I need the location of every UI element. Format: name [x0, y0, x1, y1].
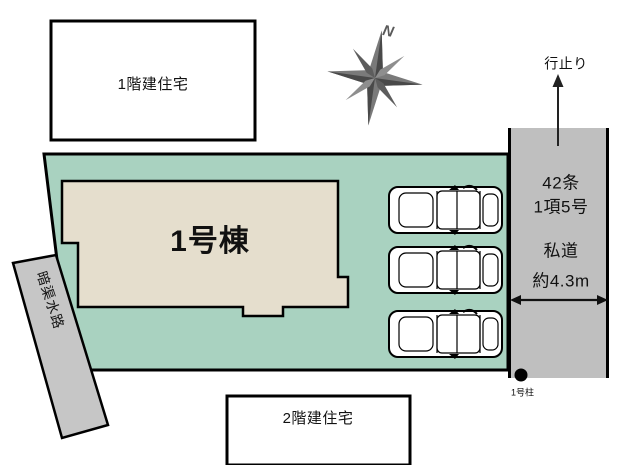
utility-pole-dot-icon	[514, 368, 528, 382]
building-unit-1: 1号棟	[60, 179, 350, 318]
car-rear-window-2	[398, 252, 434, 288]
car-mirror-3	[449, 309, 459, 359]
compass-point-w-bottom	[327, 71, 375, 84]
south-neighbor-house: 2階建住宅	[225, 394, 412, 467]
compass-point-se	[375, 78, 398, 108]
north-neighbor-house-label: 1階建住宅	[118, 76, 189, 93]
car-cabin-2	[436, 250, 481, 290]
dead-end-arrow-head	[552, 74, 564, 87]
compass-point-e-bottom	[375, 78, 423, 86]
road-width-label: 約4.3m	[532, 271, 589, 290]
car-windshield-curve-1	[462, 184, 478, 191]
car-cabin-1	[436, 190, 481, 230]
compass-point-nw	[352, 48, 375, 78]
compass-point-n-right	[375, 30, 383, 78]
parking-space-car-2	[388, 244, 503, 295]
road-width-arrow-head-right	[597, 295, 608, 305]
culvert-waterway-outline	[11, 253, 110, 440]
culvert-waterway: 暗渠水路	[11, 253, 110, 440]
north-neighbor-house-outline	[49, 19, 257, 142]
compass-rose	[327, 30, 423, 126]
car-mirror-2	[449, 245, 459, 295]
road-width-dimension-arrow	[510, 295, 608, 305]
car-cabin-3	[436, 314, 481, 354]
building-unit-1-label: 1号棟	[170, 225, 250, 258]
north-neighbor-house: 1階建住宅	[49, 19, 257, 142]
dead-end-marker: 行止り	[544, 56, 588, 146]
south-neighbor-house-outline	[225, 394, 412, 467]
car-hood-2	[482, 253, 499, 287]
road-article-line1: 42条	[542, 173, 579, 192]
car-windshield-curve-3	[462, 308, 478, 315]
compass-north-label: N	[381, 22, 396, 41]
car-windshield-curve-2	[462, 244, 478, 251]
utility-pole-label: 1号柱	[511, 386, 534, 397]
private-road-fill	[508, 128, 609, 378]
parking-space-car-3	[388, 308, 503, 359]
utility-pole-marker: 1号柱	[511, 368, 534, 397]
compass-point-ne	[375, 55, 405, 78]
parking-area	[388, 184, 503, 359]
road-type-label: 私道	[544, 241, 579, 260]
road-text-block: 42条 1項5号 私道 約4.3m	[532, 173, 589, 290]
compass-point-s-right	[367, 78, 375, 126]
car-hood-3	[482, 317, 499, 351]
car-hood-1	[482, 193, 499, 227]
building-unit-1-footprint	[60, 179, 350, 318]
south-neighbor-house-label: 2階建住宅	[283, 410, 354, 427]
road-width-arrow-head-left	[510, 295, 521, 305]
road-article-line2: 1項5号	[534, 197, 589, 216]
compass-point-sw	[345, 78, 375, 101]
car-rear-window-1	[398, 192, 434, 228]
dead-end-label: 行止り	[544, 56, 588, 72]
car-rear-window-3	[398, 316, 434, 352]
parking-space-car-1	[388, 184, 503, 235]
car-mirror-1	[449, 185, 459, 235]
